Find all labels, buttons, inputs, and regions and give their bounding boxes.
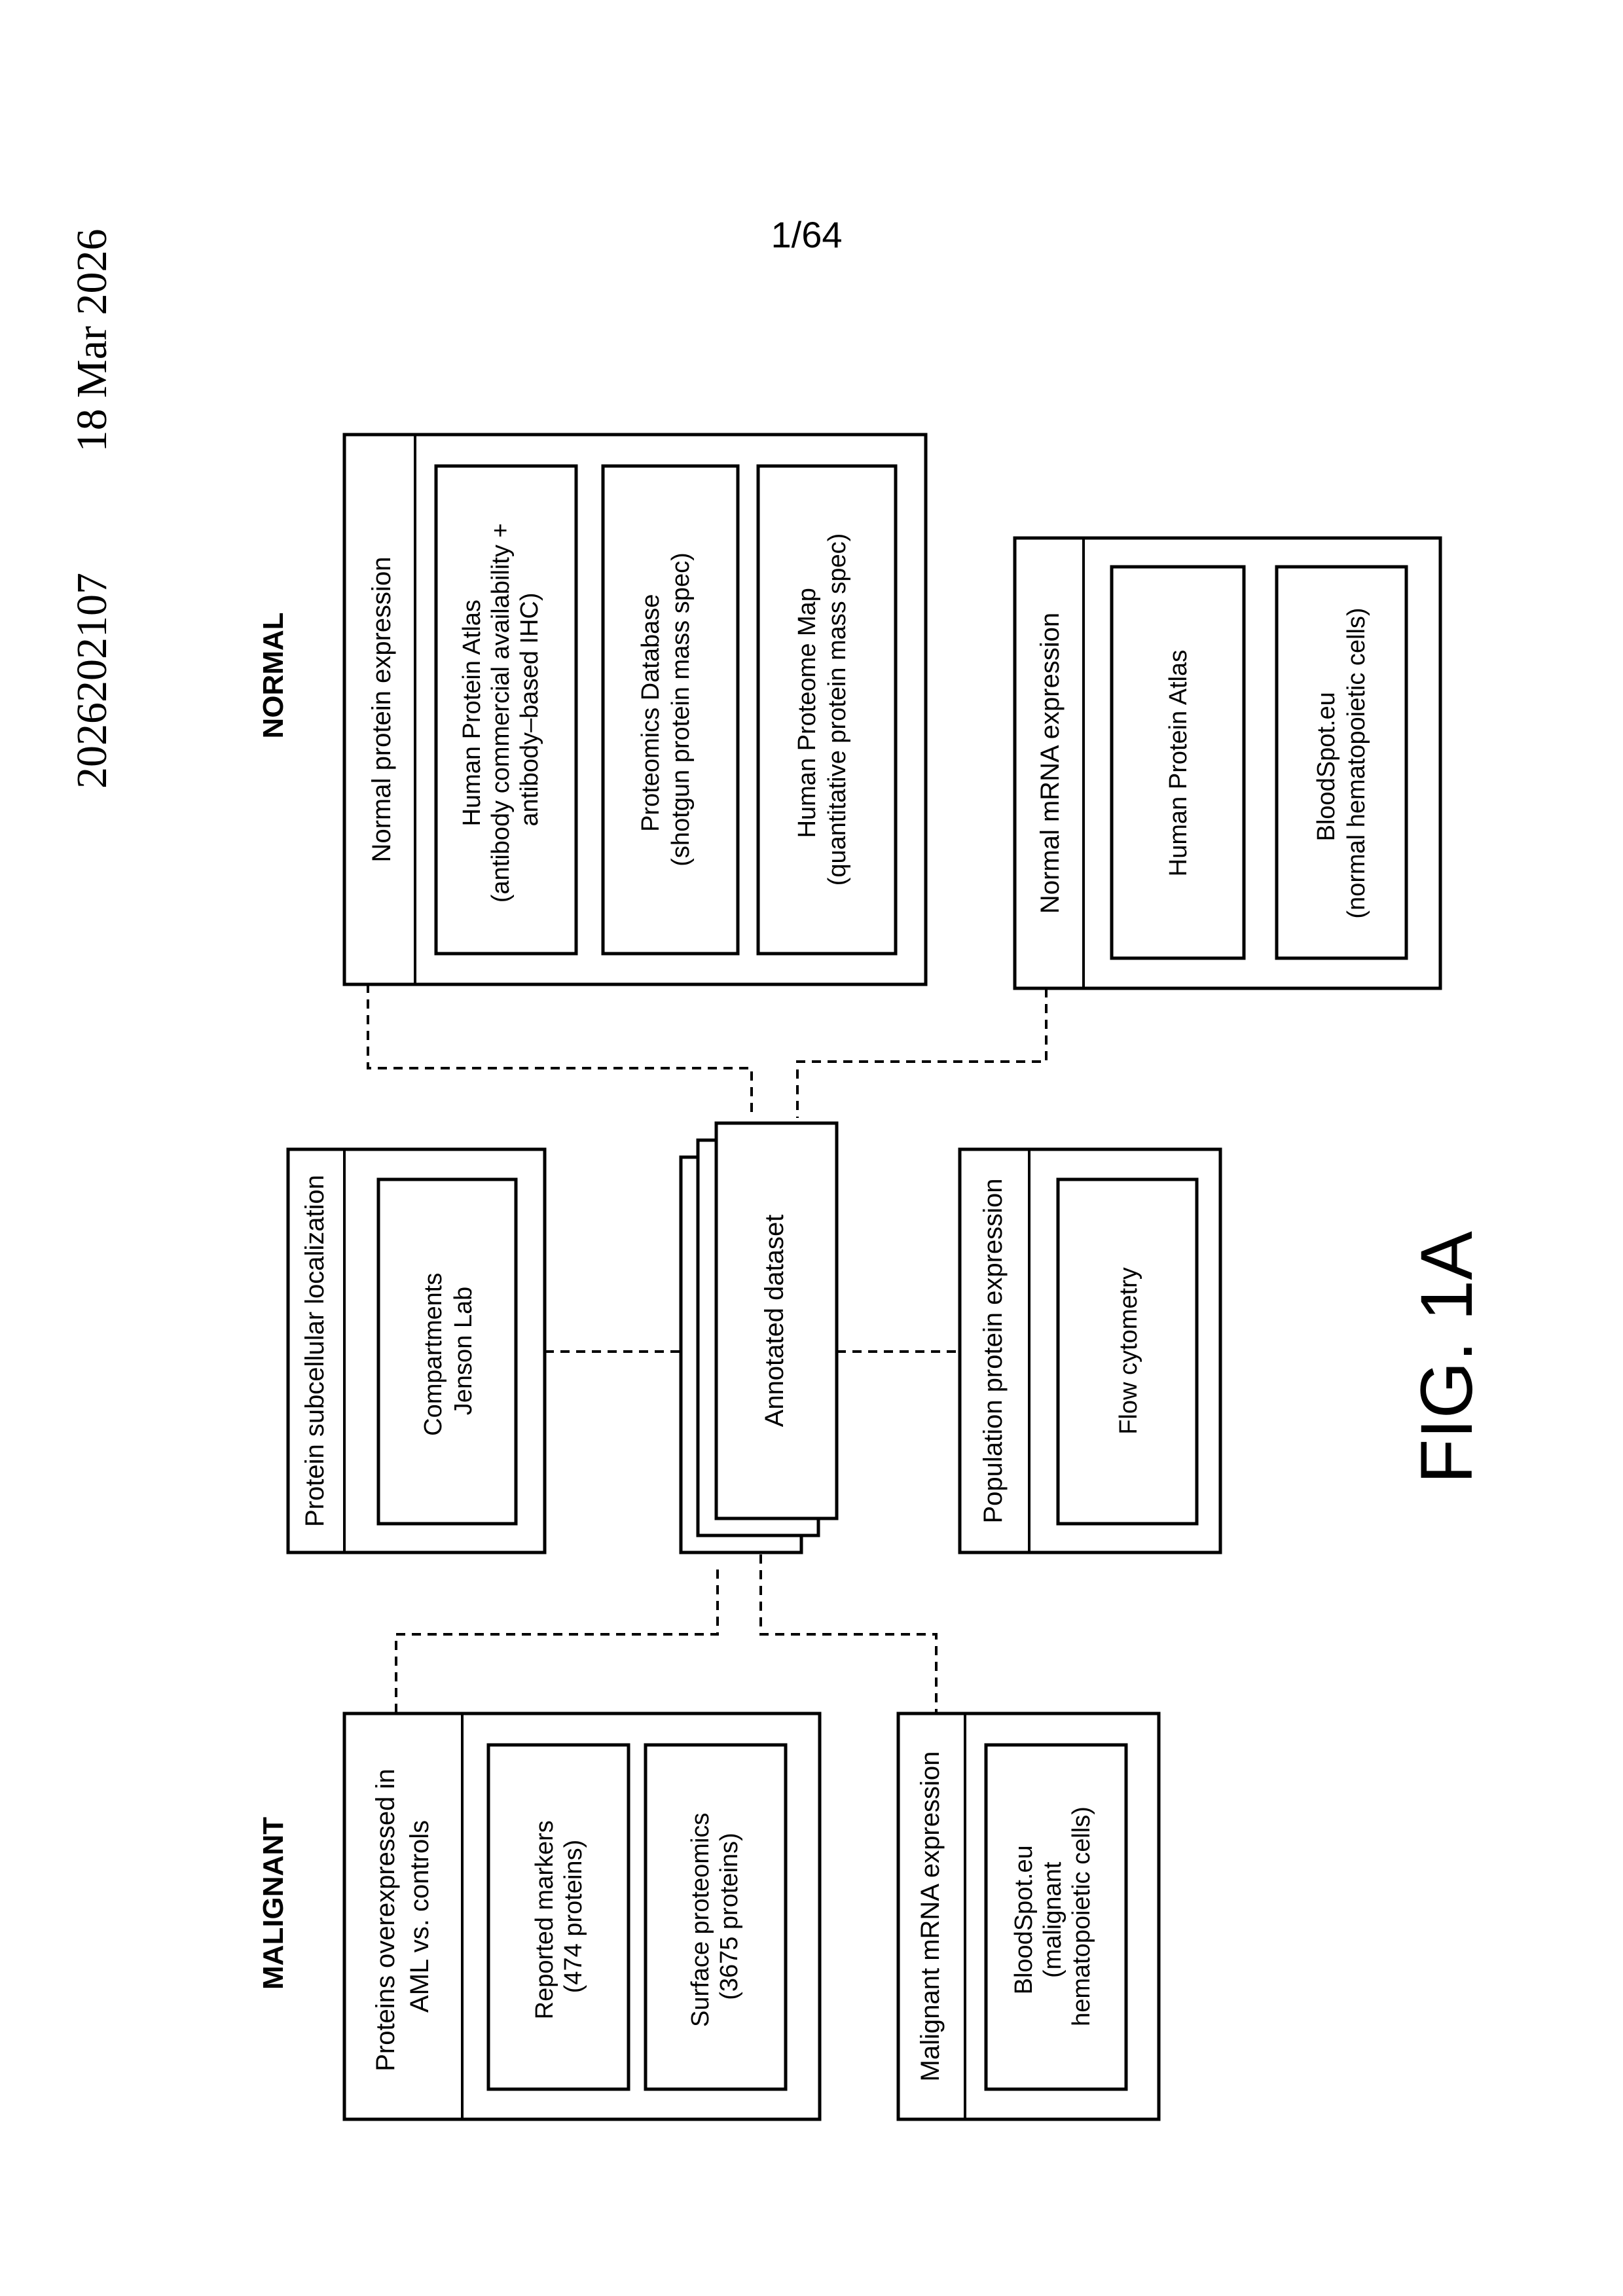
source-reported-markers bbox=[488, 1745, 629, 2089]
hpa-line-1: Human Protein Atlas bbox=[458, 600, 486, 826]
bsm-line-1: BloodSpot.eu bbox=[1010, 1845, 1038, 1994]
section-malignant: MALIGNANT bbox=[257, 1817, 289, 1990]
bsn-line-1: BloodSpot.eu bbox=[1313, 692, 1340, 841]
hpa-line-3: antibody–based IHC) bbox=[516, 593, 543, 827]
population-title: Population protein expression bbox=[979, 1178, 1008, 1523]
over-title-line-2: AML vs. controls bbox=[405, 1820, 434, 2013]
connector-normal-mrna bbox=[797, 988, 1046, 1118]
hpa-mrna-line-1: Human Protein Atlas bbox=[1165, 650, 1192, 876]
connector-overexpressed bbox=[396, 1570, 718, 1713]
comp-line-2: Jenson Lab bbox=[450, 1287, 477, 1416]
protein-localization-box: Protein subcellular localization Compart… bbox=[288, 1149, 545, 1552]
source-compartments bbox=[378, 1179, 516, 1524]
hpa-line-2: (antibody commercial availability + bbox=[487, 523, 515, 903]
over-title-line-1: Proteins overexpressed in bbox=[371, 1768, 400, 2071]
bsm-line-3: hematopoietic cells) bbox=[1068, 1806, 1095, 2026]
patent-number: 2026202107 bbox=[68, 573, 116, 789]
figure-label: FIG. 1A bbox=[1406, 1231, 1487, 1484]
annotated-dataset-stack: Annotated dataset bbox=[681, 1123, 837, 1552]
sp-line-2: (3675 proteins) bbox=[716, 1833, 743, 2000]
malignant-mrna-box: Malignant mRNA expression BloodSpot.eu (… bbox=[898, 1713, 1159, 2119]
bsm-line-2: (malignant bbox=[1039, 1861, 1067, 1978]
malignant-mrna-title: Malignant mRNA expression bbox=[916, 1751, 945, 2082]
section-normal: NORMAL bbox=[257, 612, 289, 738]
hpm-line-1: Human Proteome Map bbox=[793, 588, 821, 838]
hpm-line-2: (quantitative protein mass spec) bbox=[824, 533, 851, 886]
rm-line-2: (474 proteins) bbox=[560, 1840, 587, 1993]
normal-mrna-title: Normal mRNA expression bbox=[1036, 613, 1065, 914]
localization-title: Protein subcellular localization bbox=[301, 1175, 329, 1527]
annotated-dataset-label: Annotated dataset bbox=[760, 1215, 789, 1427]
normal-protein-title: Normal protein expression bbox=[367, 557, 396, 863]
normal-mrna-expression-box: Normal mRNA expression Human Protein Atl… bbox=[1015, 538, 1440, 988]
connector-malignant-mrna bbox=[761, 1554, 936, 1713]
source-bloodspot-normal bbox=[1277, 567, 1406, 958]
rm-line-1: Reported markers bbox=[531, 1820, 558, 2019]
flow-cytometry-text: Flow cytometry bbox=[1115, 1267, 1142, 1434]
connector-normal-protein bbox=[368, 984, 752, 1118]
comp-line-1: Compartments bbox=[420, 1273, 447, 1436]
sp-line-1: Surface proteomics bbox=[687, 1813, 714, 2027]
pdb-line-1: Proteomics Database bbox=[637, 594, 665, 832]
pdb-line-2: (shotgun protein mass spec) bbox=[667, 552, 695, 866]
bsn-line-2: (normal hematopoietic cells) bbox=[1343, 607, 1370, 918]
population-expression-box: Population protein expression Flow cytom… bbox=[960, 1149, 1220, 1552]
page-number: 1/64 bbox=[771, 214, 843, 255]
proteins-overexpressed-box: Proteins overexpressed in AML vs. contro… bbox=[344, 1713, 820, 2119]
filing-date: 18 Mar 2026 bbox=[68, 229, 116, 452]
normal-protein-expression-box: Normal protein expression Human Protein … bbox=[344, 435, 926, 984]
